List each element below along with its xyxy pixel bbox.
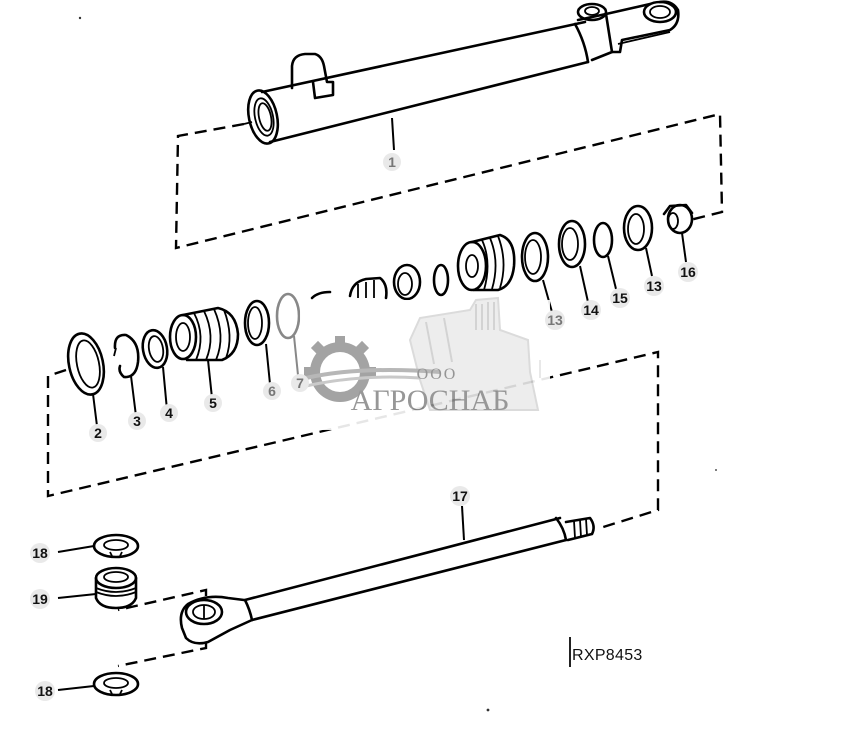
callout-3: 3 <box>128 412 146 430</box>
eye-bushing-set <box>57 533 140 697</box>
callout-14: 14 <box>581 300 601 320</box>
assembly-guide-line <box>46 350 660 530</box>
watermark-brand: АГРОСНАБ <box>351 384 510 417</box>
callout-17: 17 <box>450 486 470 506</box>
svg-text:4: 4 <box>165 405 173 421</box>
reference-code: RXP8453 <box>572 647 643 664</box>
svg-text:19: 19 <box>32 591 48 607</box>
callout-19: 19 <box>30 589 50 609</box>
callout-16: 16 <box>678 262 698 282</box>
svg-text:1: 1 <box>388 154 396 170</box>
svg-text:14: 14 <box>583 302 599 318</box>
watermark-logo: ООО АГРОСНАБ <box>300 296 550 430</box>
assembly-guide-line <box>174 112 724 250</box>
svg-text:13: 13 <box>646 278 662 294</box>
callout-7: 7 <box>291 374 309 392</box>
watermark-prefix: ООО <box>417 366 458 383</box>
assembly-guide-line <box>117 642 208 668</box>
cylinder-barrel <box>243 0 680 151</box>
callout-18-top: 18 <box>30 543 50 563</box>
svg-text:15: 15 <box>612 290 628 306</box>
callout-1: 1 <box>383 153 401 171</box>
callout-15: 15 <box>610 288 630 308</box>
svg-text:7: 7 <box>296 375 304 391</box>
callout-4: 4 <box>160 404 178 422</box>
svg-text:3: 3 <box>133 413 141 429</box>
callout-18-bottom: 18 <box>35 681 55 701</box>
callout-13b: 13 <box>644 276 664 296</box>
svg-text:6: 6 <box>268 383 276 399</box>
svg-text:5: 5 <box>209 395 217 411</box>
svg-text:18: 18 <box>37 683 53 699</box>
gland-seal-stack <box>66 292 301 427</box>
callout-13a: 13 <box>545 310 565 330</box>
callout-2: 2 <box>89 424 107 442</box>
svg-text:18: 18 <box>32 545 48 561</box>
callout-5: 5 <box>204 394 222 412</box>
callout-6: 6 <box>263 382 281 400</box>
piston-rod <box>179 505 595 645</box>
svg-text:16: 16 <box>680 264 696 280</box>
svg-text:13: 13 <box>547 312 563 328</box>
reference-marker <box>569 637 571 667</box>
svg-text:2: 2 <box>94 425 102 441</box>
svg-text:17: 17 <box>452 488 468 504</box>
assembly-guide-line <box>117 588 208 612</box>
piston-seal-stack <box>310 203 694 313</box>
